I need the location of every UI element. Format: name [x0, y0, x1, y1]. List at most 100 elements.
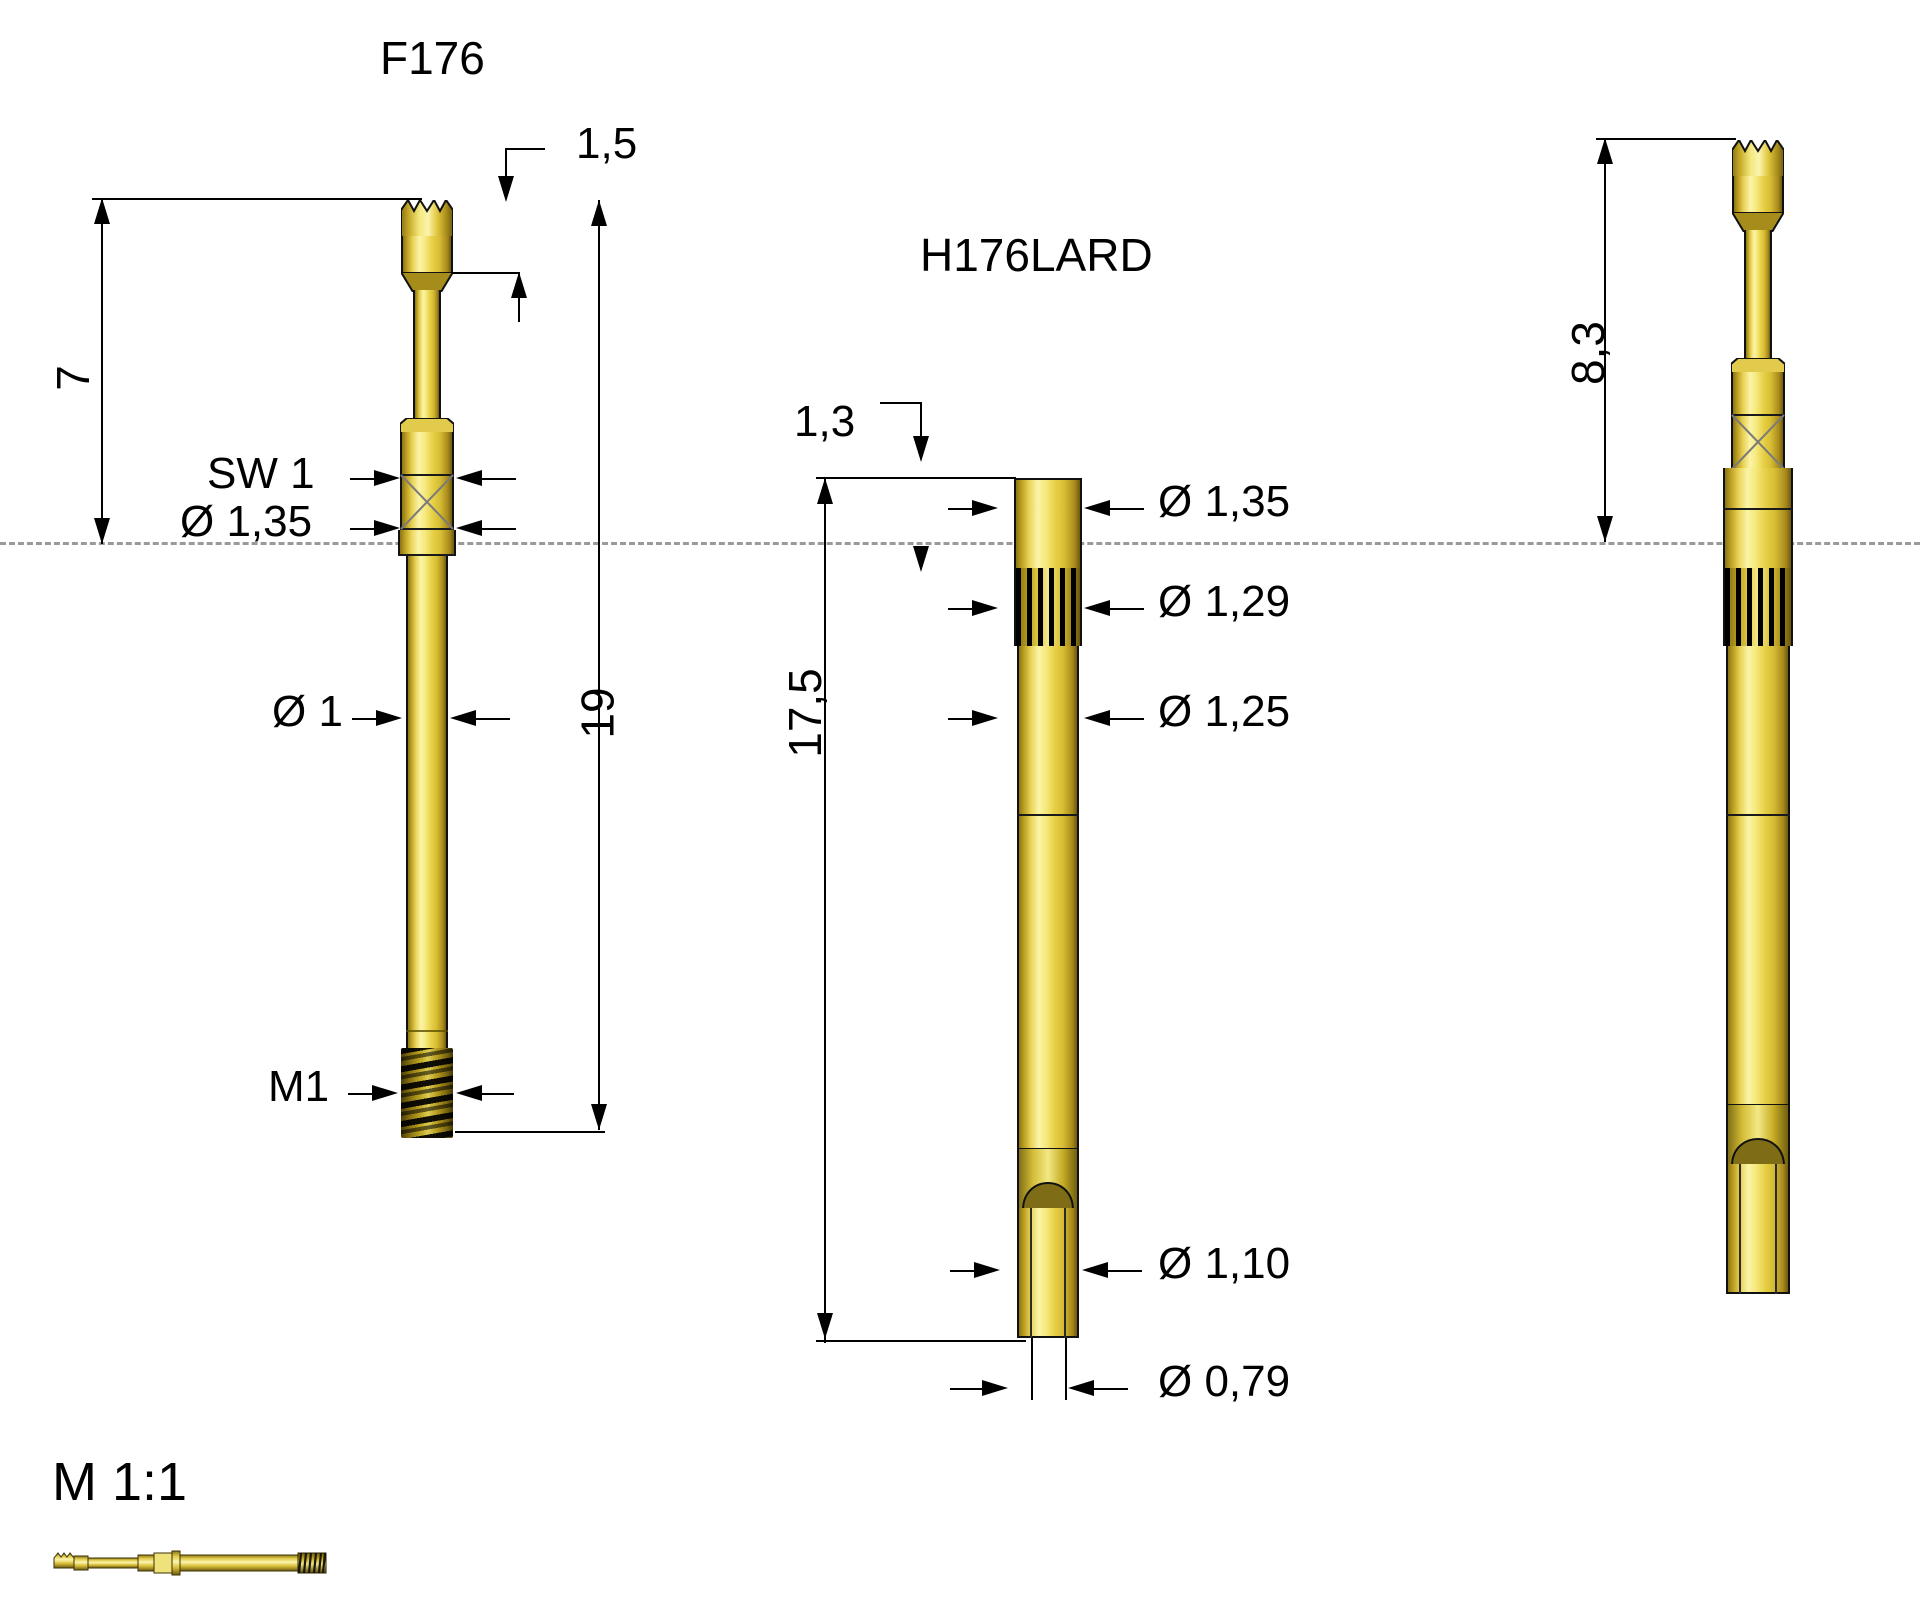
h176-d079-ext-left: [1031, 1338, 1033, 1400]
h176-d079-arrow-left: [982, 1380, 1008, 1396]
f176-collar-body: [400, 432, 454, 474]
h176-dimline-17-5: [824, 478, 826, 1343]
f176-main-shaft: [406, 556, 448, 1051]
f176-arrow-7-bottom: [94, 518, 110, 544]
f176-upper-shaft: [413, 290, 441, 422]
f176-flange: [398, 530, 456, 556]
h176-d129-line-right: [1110, 608, 1144, 610]
assembly-body-seam: [1726, 814, 1790, 816]
f176-hex-cross-icon: [400, 474, 454, 530]
h176lard-title: H176LARD: [920, 229, 1153, 281]
f176-dim-7: 7: [46, 365, 99, 391]
f176-d135-line-right: [482, 528, 516, 530]
f176-arrow-19-top: [591, 200, 607, 226]
f176-d1-line-left: [352, 718, 378, 720]
h176-ext-top: [816, 477, 1016, 479]
h176-barb-band: [1014, 568, 1082, 646]
h176-ext-bottom: [816, 1340, 1026, 1342]
f176-dimline-19: [598, 200, 600, 1130]
h176-d129-line-left: [948, 608, 974, 610]
f176-hex-seam-top: [400, 474, 454, 476]
assembly-upper-shaft: [1744, 230, 1772, 362]
f176-dim-m1: M1: [268, 1062, 330, 1111]
h176-d135-line-right: [1110, 508, 1144, 510]
f176-shaft-seam: [406, 1030, 448, 1032]
f176-sw1-line-right: [482, 478, 516, 480]
assembly-collar-body: [1731, 372, 1785, 414]
assembly-receptacle-collar: [1723, 468, 1793, 568]
f176-arrow-7-top: [94, 198, 110, 224]
f176-dimline-7: [101, 198, 103, 544]
h176-d079-ext-right: [1065, 1338, 1067, 1400]
h176-d125-arrow-right: [1084, 710, 1110, 726]
f176-m1-arrow-right: [456, 1085, 482, 1101]
f176-m1-line-right: [482, 1093, 514, 1095]
h176-dim-135: Ø 1,35: [1158, 477, 1291, 526]
h176-d079-line-right: [1094, 1388, 1128, 1390]
h176-dim-110: Ø 1,10: [1158, 1239, 1291, 1288]
h176-d110-arrow-left: [974, 1262, 1000, 1278]
h176-arrow-175-bottom: [817, 1313, 833, 1339]
f176-leader-1-5-v: [505, 148, 507, 190]
h176-d135-arrow-right: [1084, 500, 1110, 516]
h176-arrow-175-top: [817, 478, 833, 504]
h176-d110-line-right: [1108, 1270, 1142, 1272]
assembly-crimp-transition: [1726, 1103, 1790, 1167]
assembly-tail: [1726, 1164, 1790, 1294]
scale-reference-probe: [52, 1542, 372, 1584]
h176-d110-arrow-right: [1082, 1262, 1108, 1278]
assembly-arrow-83-top: [1597, 138, 1613, 164]
f176-arrow-b: [511, 272, 527, 298]
f176-dim-sw1: SW 1: [207, 449, 315, 498]
f176-title: F176: [380, 32, 485, 84]
h176-d129-arrow-left: [972, 600, 998, 616]
f176-leader-b-h: [452, 272, 520, 274]
f176-tip-taper: [399, 271, 455, 293]
f176-ext-bottom-19: [455, 1131, 605, 1133]
f176-d1-arrow-left: [376, 710, 402, 726]
h176-tail-inner-lines: [1017, 1208, 1079, 1338]
f176-tip-body: [401, 236, 453, 274]
assembly-body: [1726, 646, 1790, 816]
h176-d135-arrow-left: [972, 500, 998, 516]
assembly-tip-body: [1732, 176, 1784, 214]
h176-tail: [1017, 1208, 1079, 1338]
h176-leader-1-3-v: [920, 402, 922, 450]
h176-dim-079: Ø 0,79: [1158, 1357, 1291, 1406]
h176-dim-129: Ø 1,29: [1158, 577, 1291, 626]
scale-label: M 1:1: [52, 1452, 188, 1512]
f176-arrow-1-5: [498, 176, 514, 202]
f176-d135-line-left: [350, 528, 376, 530]
h176-body: [1017, 646, 1079, 816]
f176-ext-top: [92, 198, 422, 200]
f176-d135-arrow-left: [374, 520, 400, 536]
h176-arrow-1-3: [913, 436, 929, 462]
h176-dim-1-3: 1,3: [794, 397, 856, 446]
h176-body-seam: [1017, 814, 1079, 816]
h176-dim-125: Ø 1,25: [1158, 687, 1291, 736]
h176-arrow-collar: [913, 546, 929, 572]
f176-leader-1-5-h: [505, 148, 545, 150]
assembly-dimline-8-3: [1604, 138, 1606, 542]
f176-dim-1: Ø 1: [272, 687, 343, 736]
f176-crown-tip: [400, 198, 454, 239]
assembly-ext-top: [1596, 138, 1736, 140]
assembly-tail-inner-lines: [1726, 1164, 1790, 1294]
h176-top-collar: [1014, 478, 1082, 568]
f176-arrow-19-bottom: [591, 1104, 607, 1130]
assembly-crown-tip: [1731, 138, 1785, 179]
assembly-dim-8-3: 8,3: [1561, 321, 1614, 385]
h176-d125-line-left: [948, 718, 974, 720]
assembly-hex-seam-top: [1731, 414, 1785, 416]
assembly-hex-cross-icon: [1731, 414, 1785, 470]
h176-d110-line-left: [950, 1270, 976, 1272]
h176-body-lower: [1017, 816, 1079, 1150]
assembly-receptacle-seam: [1723, 508, 1793, 510]
f176-d135-arrow-right: [456, 520, 482, 536]
h176-d129-arrow-right: [1084, 600, 1110, 616]
h176-d125-arrow-left: [972, 710, 998, 726]
assembly-tip-taper: [1730, 211, 1786, 233]
f176-sw1-arrow-left: [374, 470, 400, 486]
assembly-body-lower: [1726, 816, 1790, 1106]
